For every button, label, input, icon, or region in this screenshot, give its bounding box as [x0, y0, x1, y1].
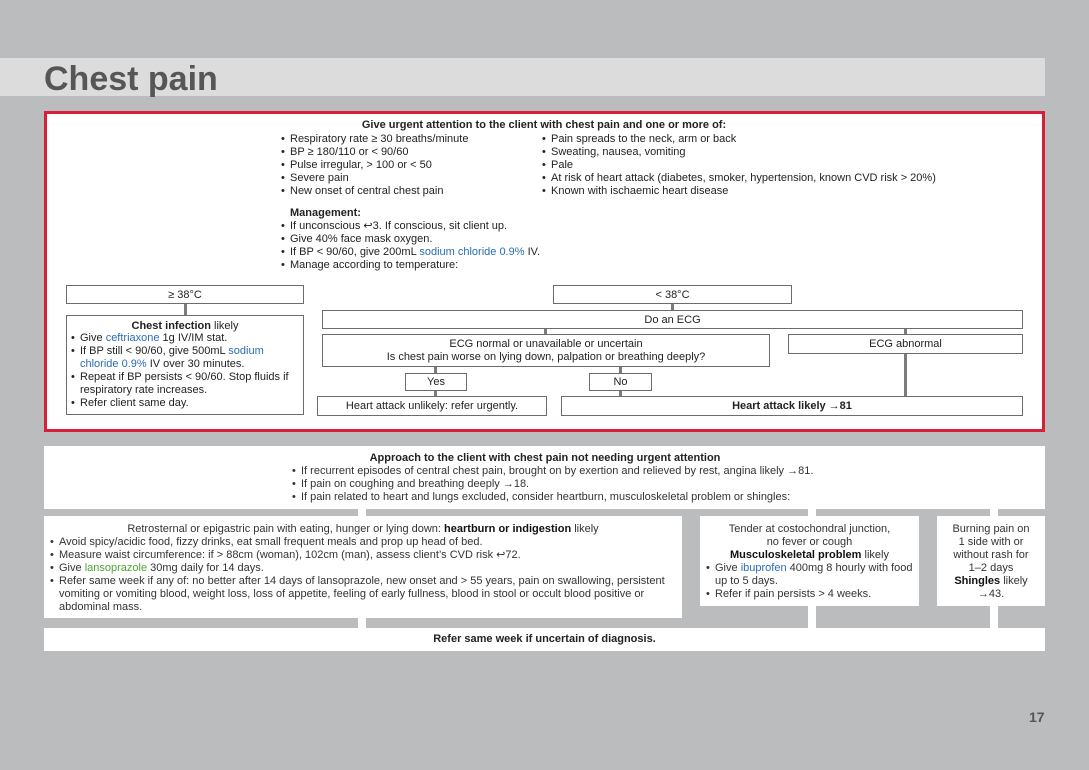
musculoskeletal-box: Tender at costochondral junction, no fev… — [700, 516, 919, 606]
list-item: Refer same week if any of: no better aft… — [50, 575, 676, 614]
temp-low-box: < 38°C — [553, 285, 792, 304]
list-item: Refer client same day. — [71, 397, 299, 410]
yes-box: Yes — [405, 373, 467, 391]
connector — [808, 509, 816, 517]
connector — [358, 617, 366, 628]
list-item: Give ceftriaxone 1g IV/IM stat. — [71, 332, 299, 345]
connector — [544, 328, 547, 335]
list-item: Measure waist circumference: if > 88cm (… — [50, 549, 676, 562]
list-item: Repeat if BP persists < 90/60. Stop flui… — [71, 371, 299, 397]
list-item: If unconscious ↩3. If conscious, sit cli… — [281, 220, 657, 233]
drug-link[interactable]: sodium chloride 0.9% — [419, 246, 525, 258]
do-ecg-box: Do an ECG — [322, 310, 1023, 329]
approach-heading: Approach to the client with chest pain n… — [369, 452, 721, 464]
no-box: No — [589, 373, 652, 391]
list-item: Pale — [542, 159, 978, 172]
list-item: At risk of heart attack (diabetes, smoke… — [542, 172, 978, 185]
list-item: Refer if pain persists > 4 weeks. — [706, 588, 913, 601]
list-item: Known with ischaemic heart disease — [542, 185, 978, 198]
urgent-left-list: Respiratory rate ≥ 30 breaths/minute BP … — [277, 133, 537, 198]
refer-footer: Refer same week if uncertain of diagnosi… — [44, 628, 1045, 651]
heartburn-list: Avoid spicy/acidic food, fizzy drinks, e… — [50, 536, 676, 614]
connector — [619, 366, 622, 373]
list-item: If recurrent episodes of central chest p… — [292, 465, 908, 478]
drug-link[interactable]: lansoprazole — [84, 562, 148, 574]
musculoskeletal-heading: Musculoskeletal problem likely — [730, 549, 889, 561]
list-item: Avoid spicy/acidic food, fizzy drinks, e… — [50, 536, 676, 549]
connector — [990, 605, 998, 628]
ecg-normal-box: ECG normal or unavailable or uncertain I… — [322, 334, 770, 367]
list-item: Give 40% face mask oxygen. — [281, 233, 657, 246]
ecg-abnormal-box: ECG abnormal — [788, 334, 1023, 354]
heart-attack-unlikely-box: Heart attack unlikely: refer urgently. — [317, 396, 547, 416]
connector — [904, 353, 907, 397]
list-item: Severe pain — [281, 172, 537, 185]
list-item: BP ≥ 180/110 or < 90/60 — [281, 146, 537, 159]
musculoskeletal-list: Give ibuprofen 400mg 8 hourly with food … — [706, 562, 913, 601]
connector — [671, 304, 674, 310]
connector — [619, 390, 622, 397]
drug-link[interactable]: ceftriaxone — [105, 332, 160, 344]
urgent-heading: Give urgent attention to the client with… — [361, 119, 727, 131]
list-item: Give lansoprazole 30mg daily for 14 days… — [50, 562, 676, 575]
drug-link[interactable]: ibuprofen — [740, 562, 787, 574]
chest-infection-heading: Chest infection likely — [131, 320, 239, 332]
connector — [904, 328, 907, 335]
list-item: Pain spreads to the neck, arm or back — [542, 133, 978, 146]
list-item: If pain related to heart and lungs exclu… — [292, 491, 908, 504]
approach-list: If recurrent episodes of central chest p… — [288, 465, 908, 504]
drug-link[interactable]: sodium chloride 0.9% — [80, 345, 264, 370]
chest-infection-box: Chest infection likely Give ceftriaxone … — [66, 315, 304, 415]
list-item: Give ibuprofen 400mg 8 hourly with food … — [706, 562, 913, 588]
list-item: If pain on coughing and breathing deeply… — [292, 478, 908, 491]
shingles-box: Burning pain on 1 side with or without r… — [937, 516, 1045, 606]
page-number: 17 — [1029, 709, 1045, 725]
list-item: If BP < 90/60, give 200mL sodium chlorid… — [281, 246, 657, 259]
management-heading: Management: — [290, 207, 361, 219]
list-item: Manage according to temperature: — [281, 259, 657, 272]
list-item: Respiratory rate ≥ 30 breaths/minute — [281, 133, 537, 146]
title-bar — [0, 58, 1045, 96]
list-item: Pulse irregular, > 100 or < 50 — [281, 159, 537, 172]
connector — [808, 605, 816, 628]
temp-high-box: ≥ 38°C — [66, 285, 304, 304]
heartburn-box: Retrosternal or epigastric pain with eat… — [44, 516, 682, 618]
management-list: If unconscious ↩3. If conscious, sit cli… — [277, 220, 657, 272]
connector — [184, 304, 187, 315]
connector — [990, 509, 998, 517]
connector — [358, 509, 366, 517]
list-item: New onset of central chest pain — [281, 185, 537, 198]
heartburn-heading: Retrosternal or epigastric pain with eat… — [127, 523, 599, 535]
heart-attack-likely-box: Heart attack likely →81 — [561, 396, 1023, 416]
list-item: Sweating, nausea, vomiting — [542, 146, 978, 159]
connector — [434, 366, 437, 373]
list-item: If BP still < 90/60, give 500mL sodium c… — [71, 345, 299, 371]
connector — [434, 390, 437, 397]
page-title: Chest pain — [44, 60, 218, 98]
chest-infection-list: Give ceftriaxone 1g IV/IM stat. If BP st… — [71, 332, 299, 410]
urgent-right-list: Pain spreads to the neck, arm or back Sw… — [538, 133, 978, 198]
